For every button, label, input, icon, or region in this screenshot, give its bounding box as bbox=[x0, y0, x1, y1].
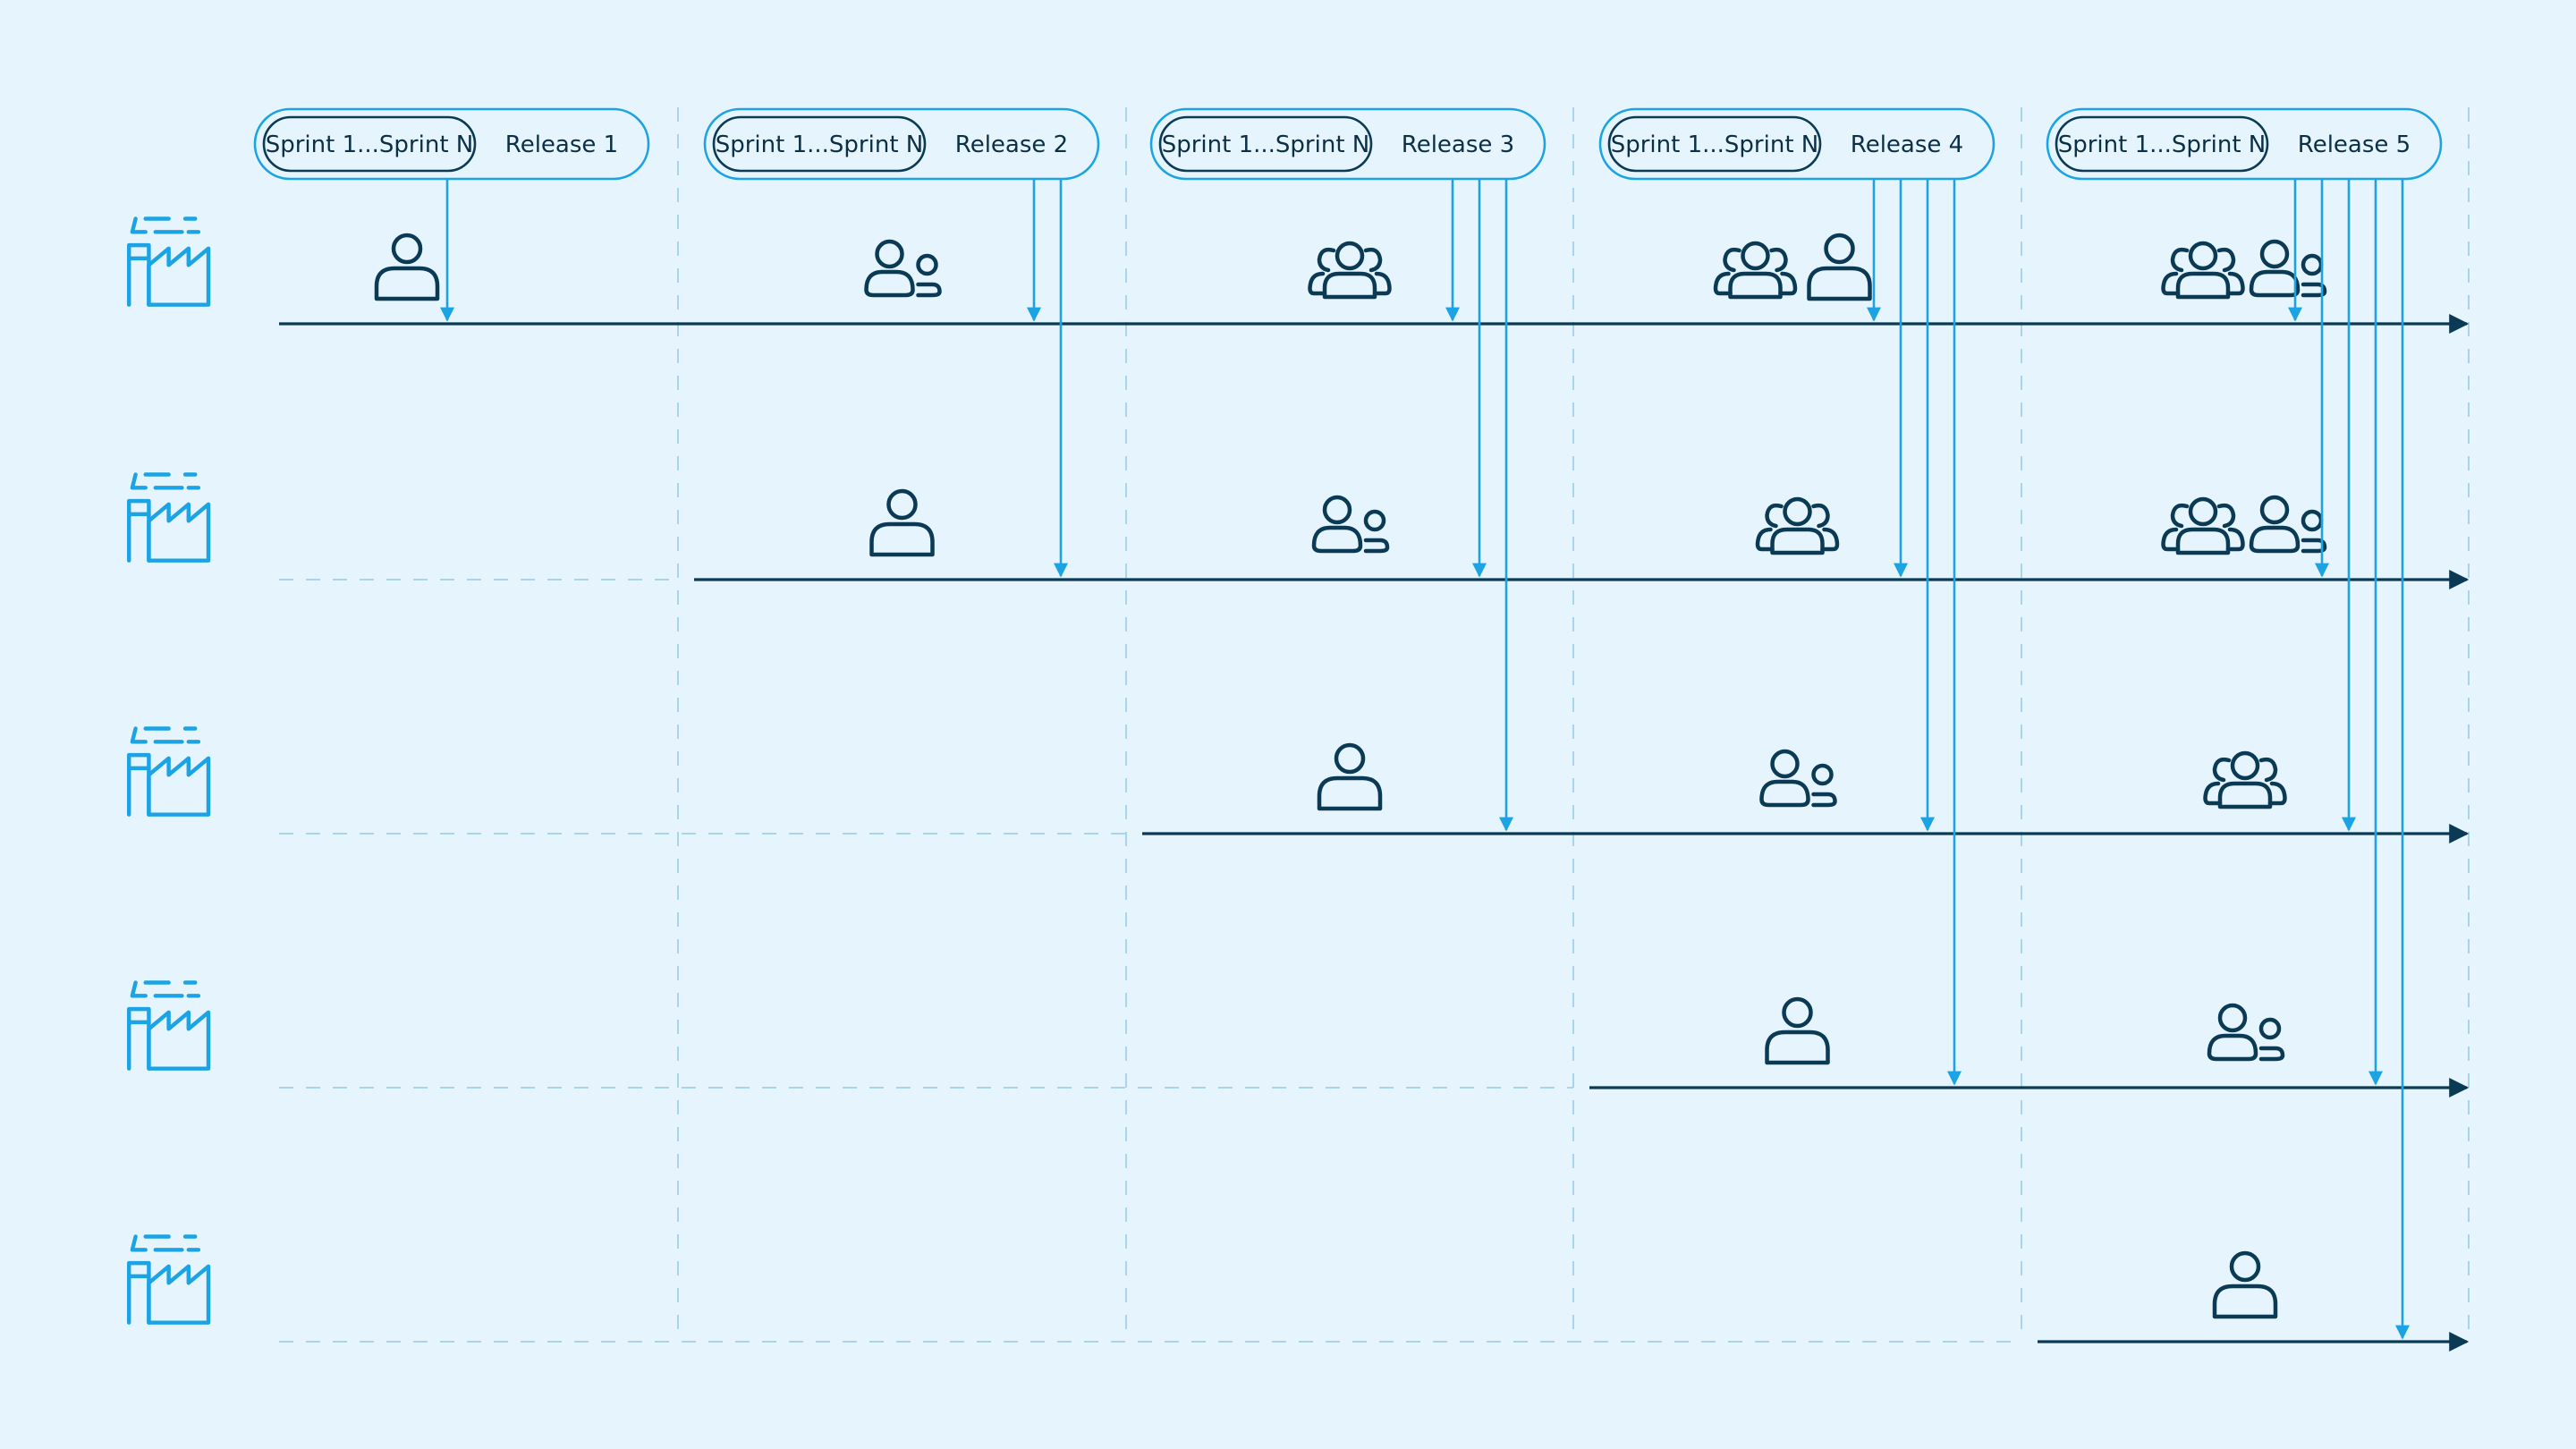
user-group-icon bbox=[1308, 241, 1392, 300]
user-group-icon bbox=[1755, 496, 1840, 555]
user-pair-icon bbox=[2249, 239, 2327, 298]
lane bbox=[126, 1234, 2470, 1352]
single-user-icon bbox=[869, 488, 935, 557]
release-label: Release 5 bbox=[2298, 131, 2411, 158]
release-pill: Sprint 1...Sprint N Release 5 bbox=[2046, 107, 2443, 181]
sprint-range-chip bbox=[1158, 115, 1373, 173]
user-pair-icon bbox=[864, 239, 942, 298]
sprint-range-label: Sprint 1...Sprint N bbox=[2058, 131, 2267, 158]
user-pair-icon bbox=[2207, 1003, 2285, 1062]
sprint-range-chip bbox=[1607, 115, 1822, 173]
user-pair-icon bbox=[1311, 495, 1390, 554]
factory-icon bbox=[126, 472, 211, 563]
single-user-icon bbox=[374, 233, 440, 301]
sprint-range-label: Sprint 1...Sprint N bbox=[716, 131, 924, 158]
sprint-range-chip bbox=[712, 115, 927, 173]
lane bbox=[126, 216, 2470, 334]
lane bbox=[126, 726, 2470, 843]
sprint-range-label: Sprint 1...Sprint N bbox=[1611, 131, 1819, 158]
release-label: Release 3 bbox=[1402, 131, 1514, 158]
sprint-range-chip bbox=[2055, 115, 2269, 173]
sprint-range-chip bbox=[262, 115, 477, 173]
lane bbox=[126, 472, 2470, 589]
single-user-icon bbox=[2212, 1250, 2278, 1319]
lane bbox=[126, 980, 2470, 1097]
user-group-icon bbox=[2161, 496, 2245, 555]
release-pill: Sprint 1...Sprint N Release 2 bbox=[703, 107, 1100, 181]
sprint-range-label: Sprint 1...Sprint N bbox=[266, 131, 474, 158]
user-pair-icon bbox=[1759, 749, 1837, 808]
release-label: Release 1 bbox=[505, 131, 618, 158]
release-pill: Sprint 1...Sprint N Release 4 bbox=[1598, 107, 1996, 181]
release-label: Release 4 bbox=[1851, 131, 1963, 158]
single-user-icon bbox=[1807, 233, 1872, 301]
release-pill: Sprint 1...Sprint N Release 3 bbox=[1149, 107, 1546, 181]
factory-icon bbox=[126, 726, 211, 817]
user-group-icon bbox=[2161, 241, 2245, 300]
user-group-icon bbox=[1713, 241, 1798, 300]
factory-icon bbox=[126, 980, 211, 1071]
user-pair-icon bbox=[2249, 495, 2327, 554]
release-pill: Sprint 1...Sprint N Release 1 bbox=[253, 107, 650, 181]
factory-icon bbox=[126, 1234, 211, 1325]
single-user-icon bbox=[1765, 996, 1830, 1065]
release-label: Release 2 bbox=[955, 131, 1068, 158]
factory-icon bbox=[126, 216, 211, 307]
single-user-icon bbox=[1317, 742, 1383, 811]
user-group-icon bbox=[2203, 750, 2287, 809]
sprint-range-label: Sprint 1...Sprint N bbox=[1162, 131, 1370, 158]
